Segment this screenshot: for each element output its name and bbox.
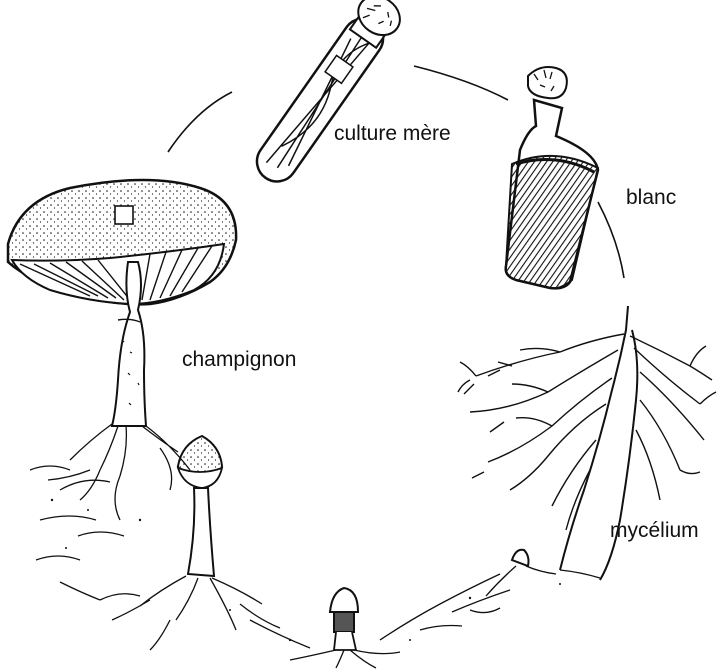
label-mycelium: mycélium [610, 519, 699, 543]
label-champignon: champignon [182, 348, 296, 372]
mature-mushroom-icon [8, 180, 236, 426]
label-culture-mere: culture mère [334, 122, 451, 146]
cycle-arc-top-left [168, 92, 232, 152]
test-tube-icon [247, 0, 407, 190]
primordium-icon [512, 550, 529, 566]
cycle-arc-right [598, 202, 624, 278]
cycle-arc-top-right [414, 66, 508, 100]
substrate-roots [30, 424, 600, 668]
young-mushroom-icon [330, 588, 358, 650]
label-blanc: blanc [626, 186, 676, 210]
spawn-bottle-icon [506, 67, 598, 288]
growing-mushroom-icon [178, 436, 222, 576]
substrate-speckles [51, 499, 561, 641]
